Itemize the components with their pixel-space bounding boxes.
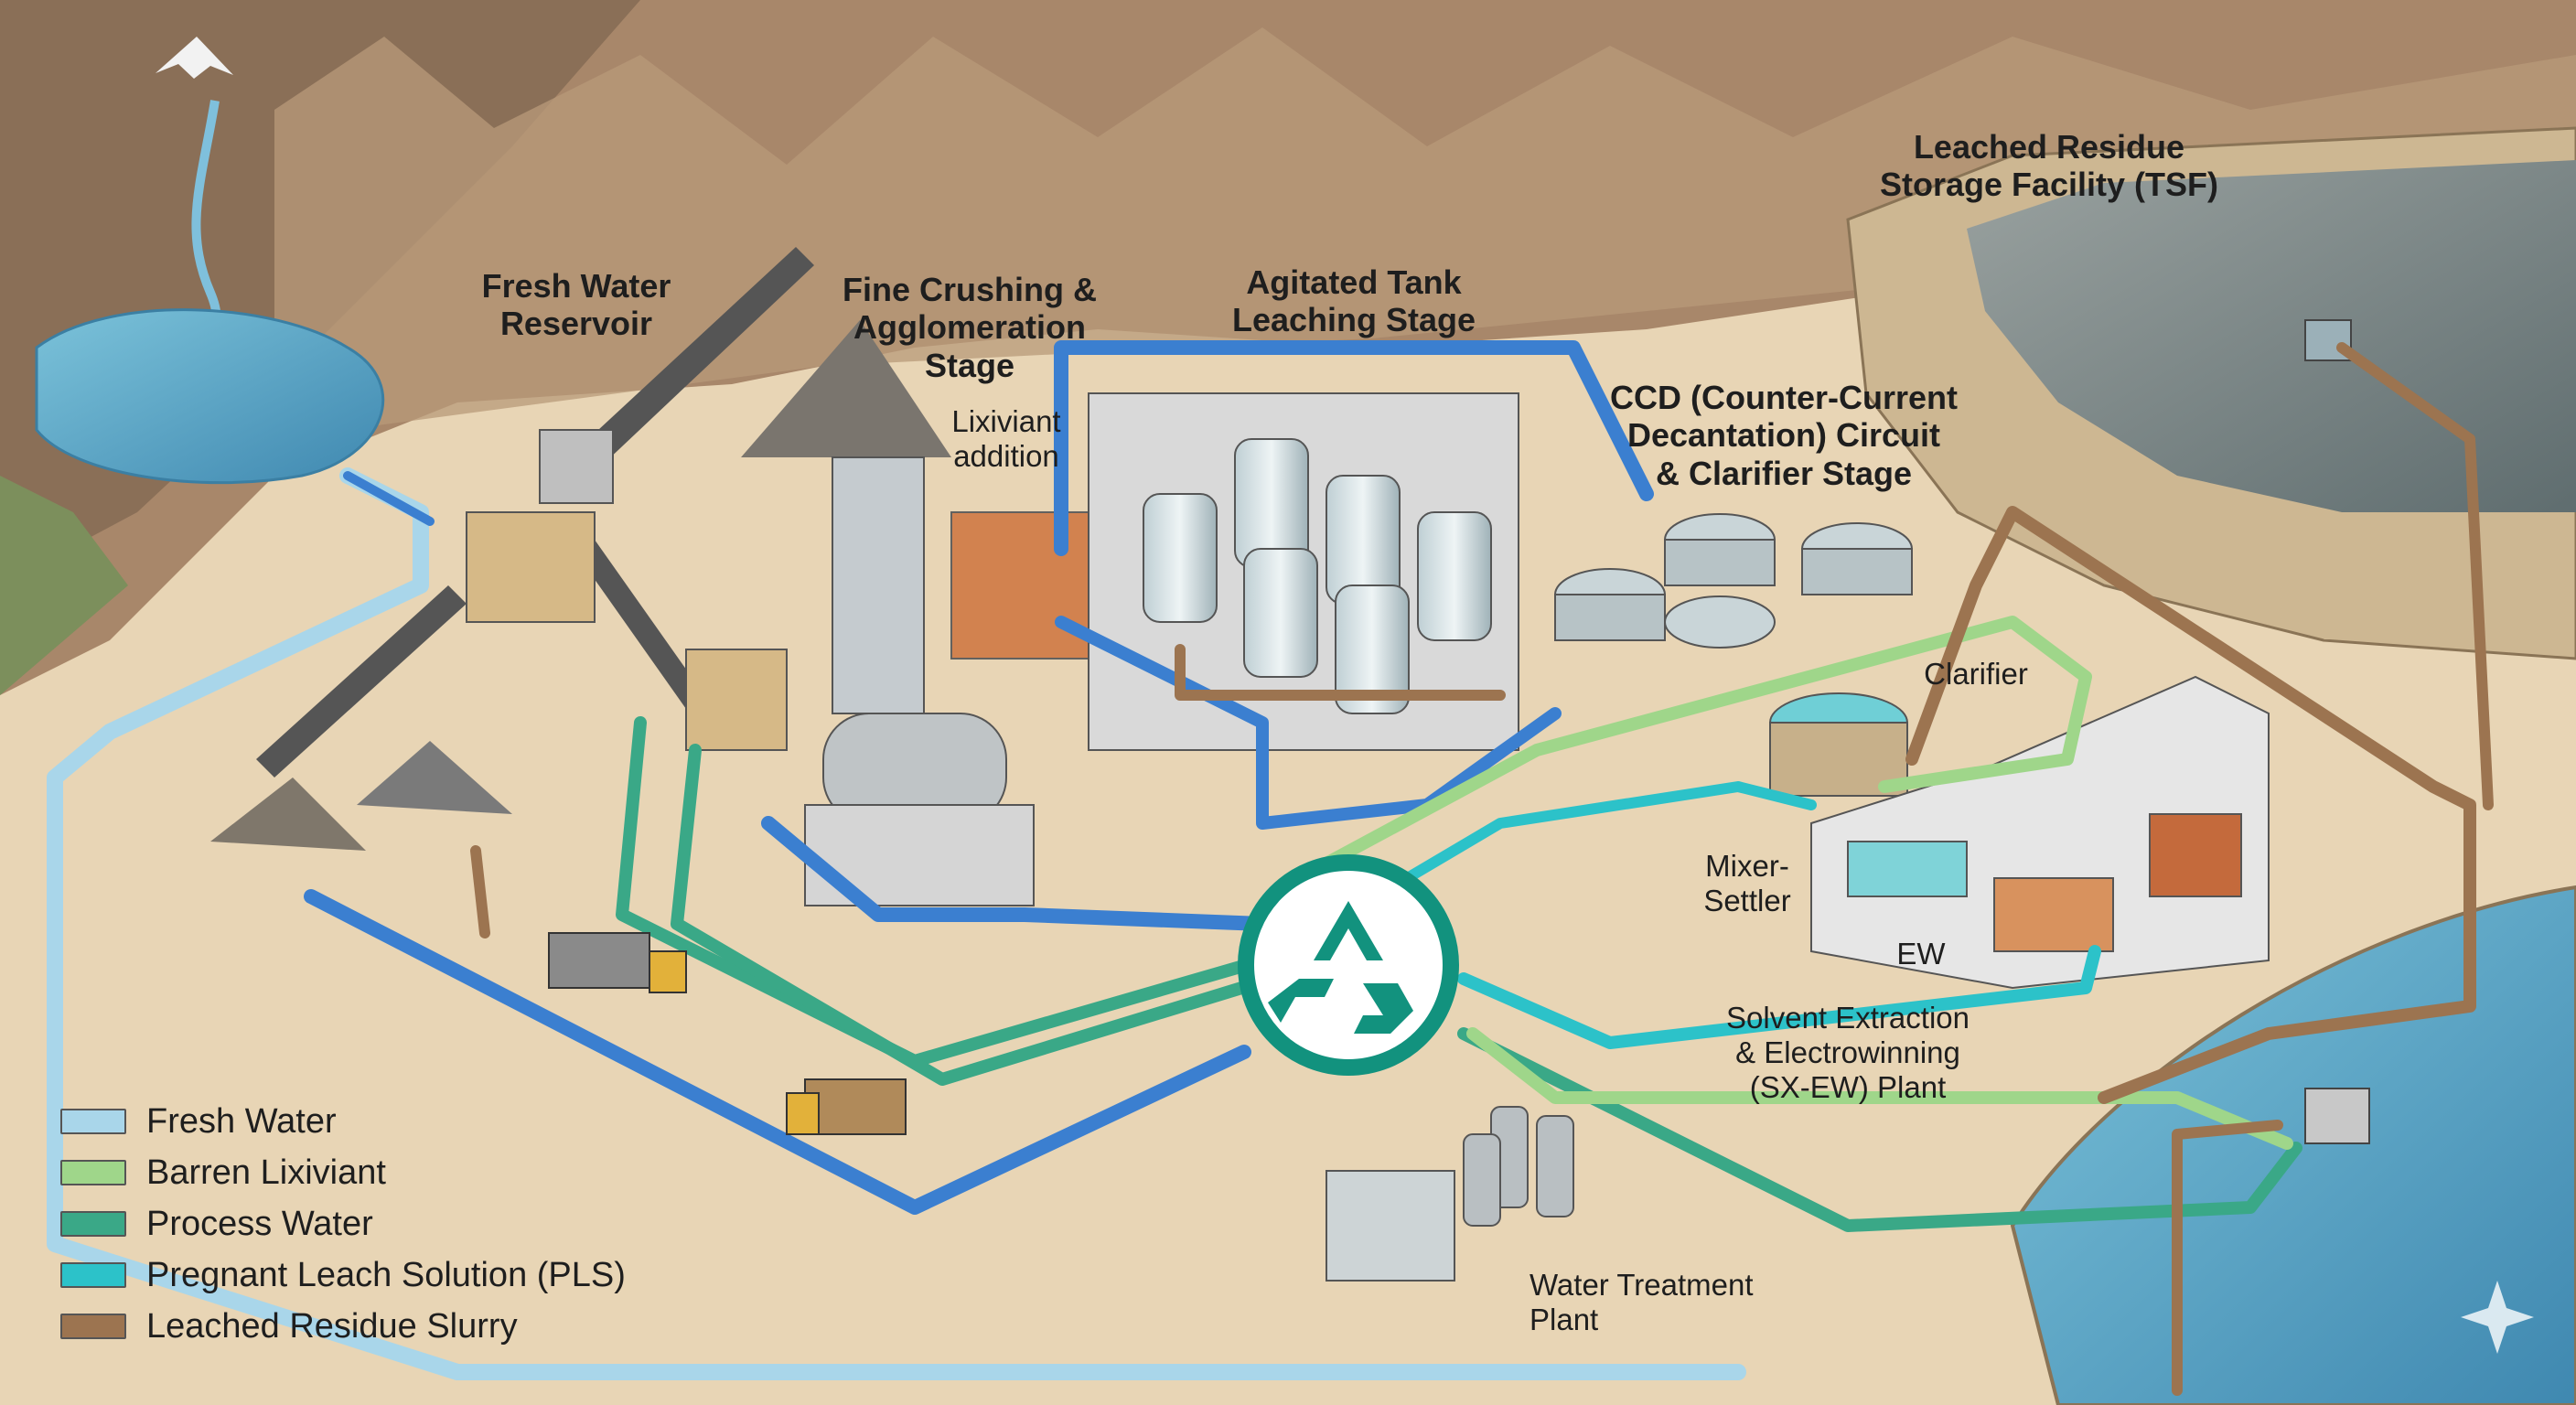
- crusher-frame: [539, 429, 614, 504]
- label-fresh-water-reservoir: Fresh Water Reservoir: [481, 267, 671, 343]
- pipes-process-water: [616, 716, 2302, 1232]
- wtp-building: [1326, 1170, 1455, 1282]
- legend-item: Fresh Water: [60, 1096, 626, 1147]
- cyclone-tower: [832, 456, 925, 714]
- conveyor-mid: [576, 540, 704, 709]
- pipe-bl-1: [1293, 616, 2092, 885]
- pipe-res-3: [1175, 644, 1506, 701]
- pipe-res-2: [2336, 342, 2494, 810]
- pipe-blue-1: [304, 889, 1251, 1215]
- pipe-res-1: [1905, 506, 2476, 1104]
- haul-truck-1: [548, 932, 687, 993]
- ccd-circuit: [1554, 513, 1913, 797]
- conveyor-upper: [549, 247, 814, 494]
- label-clarifier: Clarifier: [1924, 657, 2028, 691]
- wtp-tank-2: [1536, 1115, 1574, 1217]
- crushing-plant: [210, 247, 951, 851]
- label-ew: EW: [1896, 937, 1946, 971]
- cathode-plates: [2149, 813, 2242, 897]
- legend-label: Fresh Water: [146, 1101, 337, 1141]
- leach-tank-area: [1088, 392, 1519, 751]
- pipe-blue-2: [1054, 340, 1654, 556]
- legend-swatch: [60, 1211, 126, 1237]
- label-water-treatment-plant: Water Treatment Plant: [1530, 1268, 1754, 1336]
- leach-tank-3: [1243, 548, 1318, 678]
- legend-item: Leached Residue Slurry: [60, 1301, 626, 1352]
- pipe-pw-3: [1457, 1027, 2302, 1232]
- label-mixer-settler: Mixer- Settler: [1703, 849, 1791, 917]
- sparkle-icon: [2461, 1281, 2534, 1354]
- conveyor-lower: [256, 585, 467, 778]
- legend-label: Process Water: [146, 1204, 373, 1243]
- tsf-pond: [1967, 160, 2576, 512]
- pipe-pw-2: [671, 744, 1278, 1086]
- mixer-settler-unit: [1847, 841, 1968, 897]
- pipes-fresh-water: [47, 467, 1746, 1380]
- thickener-4: [1664, 595, 1776, 649]
- pipe-res-4: [470, 845, 490, 938]
- label-agitated-tank-leaching: Agitated Tank Leaching Stage: [1231, 263, 1476, 339]
- legend-label: Leached Residue Slurry: [146, 1306, 518, 1346]
- snow-peak: [156, 37, 233, 79]
- pipe-bl-2: [1466, 1027, 2293, 1150]
- legend-swatch: [60, 1262, 126, 1288]
- stockpile-mid: [357, 741, 512, 814]
- legend-item: Barren Lixiviant: [60, 1147, 626, 1198]
- label-sxew-plant: Solvent Extraction & Electrowinning (SX-…: [1726, 1001, 1970, 1104]
- stockpile-left: [210, 778, 366, 851]
- leach-tank-1: [1143, 493, 1218, 623]
- legend-swatch: [60, 1160, 126, 1185]
- leach-tank-6: [1417, 511, 1492, 641]
- fresh-water-reservoir: [35, 308, 385, 485]
- pipe-pls-1: [1457, 945, 2101, 1049]
- label-lixiviant-addition: Lixiviant addition: [951, 404, 1061, 473]
- legend-swatch: [60, 1109, 126, 1134]
- label-ccd-circuit: CCD (Counter-Current Decantation) Circui…: [1610, 379, 1958, 492]
- pipe-fresh-2: [343, 471, 435, 526]
- pond-pump-barge: [2304, 1088, 2370, 1144]
- pipe-pw-1: [616, 716, 1269, 1067]
- water-treatment-plant: [1326, 1106, 1574, 1282]
- stockpile-large: [741, 320, 951, 457]
- wtp-tank-3: [1463, 1133, 1501, 1227]
- legend-item: Pregnant Leach Solution (PLS): [60, 1249, 626, 1301]
- crusher-body: [466, 511, 596, 623]
- legend-swatch: [60, 1314, 126, 1339]
- legend-label: Pregnant Leach Solution (PLS): [146, 1255, 626, 1294]
- screen-unit: [685, 649, 788, 751]
- pipe-blue-3: [761, 816, 1270, 931]
- sxew-building: [1810, 675, 2270, 990]
- haul-truck-2: [786, 1078, 907, 1135]
- green-foothills: [0, 476, 128, 695]
- pipe-blue-4: [1055, 616, 1562, 830]
- label-fine-crushing-stage: Fine Crushing & Agglomeration Stage: [843, 271, 1097, 384]
- recycle-hub: [1238, 854, 1459, 1076]
- legend-item: Process Water: [60, 1198, 626, 1249]
- ew-cells: [1993, 877, 2114, 952]
- grinding-area: [804, 456, 1099, 906]
- pipe-fresh-1: [47, 467, 1746, 1380]
- pipe-res-5: [2172, 1120, 2283, 1396]
- label-tsf: Leached Residue Storage Facility (TSF): [1879, 128, 2219, 204]
- legend-label: Barren Lixiviant: [146, 1153, 386, 1192]
- cyclone-cluster: [950, 511, 1099, 660]
- leach-tank-5: [1335, 585, 1410, 714]
- pipes-barren-lixiviant: [1293, 616, 2293, 1150]
- recycle-icon: [1268, 901, 1413, 1034]
- pipes-residue-slurry: [470, 342, 2494, 1396]
- sxew-plant: [1810, 675, 2270, 990]
- pipes-process-blue: [304, 340, 1654, 1215]
- recycle-hub-ring: [1238, 854, 1459, 1076]
